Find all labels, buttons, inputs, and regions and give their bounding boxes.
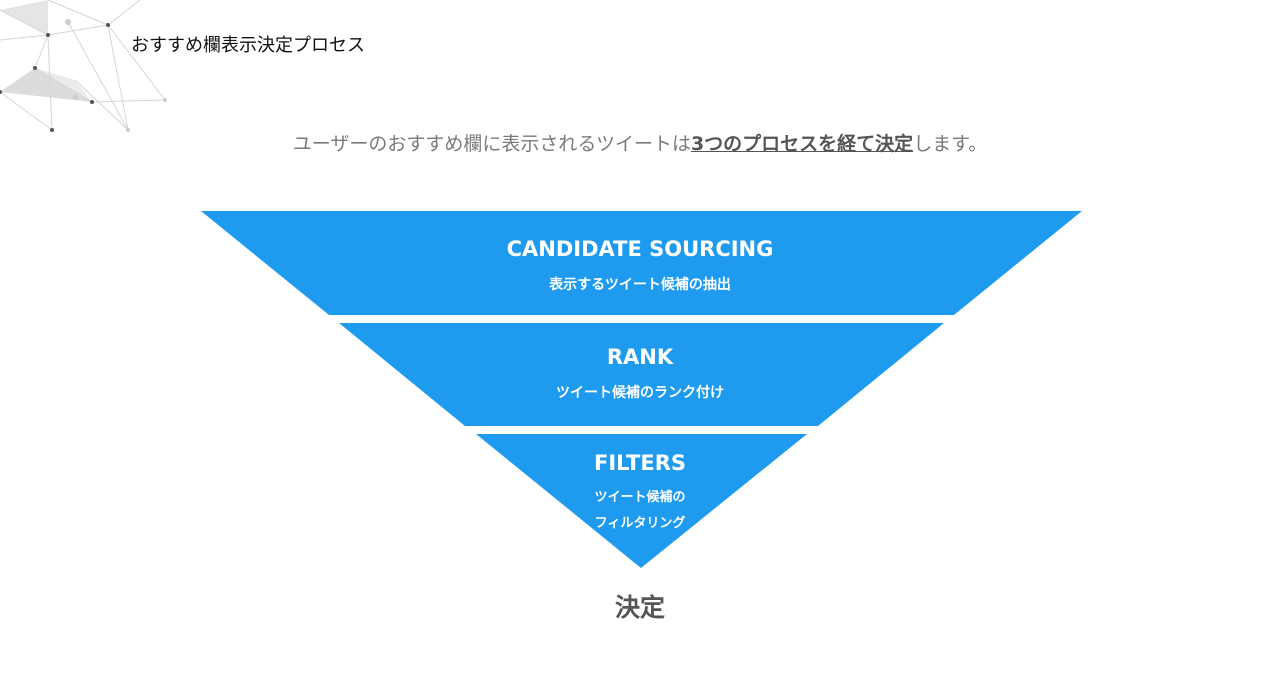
stage-subtitle-filters-line2: フィルタリング: [594, 516, 686, 531]
intro-text-before: ユーザーのおすすめ欄に表示されるツイートは: [292, 133, 691, 155]
funnel-stage-filters: [476, 434, 807, 568]
intro-text: ユーザーのおすすめ欄に表示されるツイートは3つのプロセスを経て決定します。: [0, 129, 1280, 156]
funnel-stage-candidate-sourcing: [201, 211, 1082, 315]
stage-title-filters: FILTERS: [593, 451, 687, 475]
stage-subtitle-candidate-sourcing: 表示するツイート候補の抽出: [549, 277, 731, 293]
network-pattern-icon: [0, 0, 167, 132]
intro-text-after: します。: [913, 133, 988, 155]
slide-title: おすすめ欄表示決定プロセス: [131, 35, 365, 56]
intro-text-emphasis: 3つのプロセスを経て決定: [690, 133, 914, 155]
stage-subtitle-filters-line1: ツイート候補の: [594, 490, 686, 505]
stage-title-candidate-sourcing: CANDIDATE SOURCING: [506, 237, 774, 261]
funnel-stage-rank: [339, 323, 944, 426]
stage-subtitle-rank: ツイート候補のランク付け: [556, 385, 724, 401]
stage-title-rank: RANK: [606, 345, 674, 369]
result-label: 決定: [614, 593, 665, 622]
